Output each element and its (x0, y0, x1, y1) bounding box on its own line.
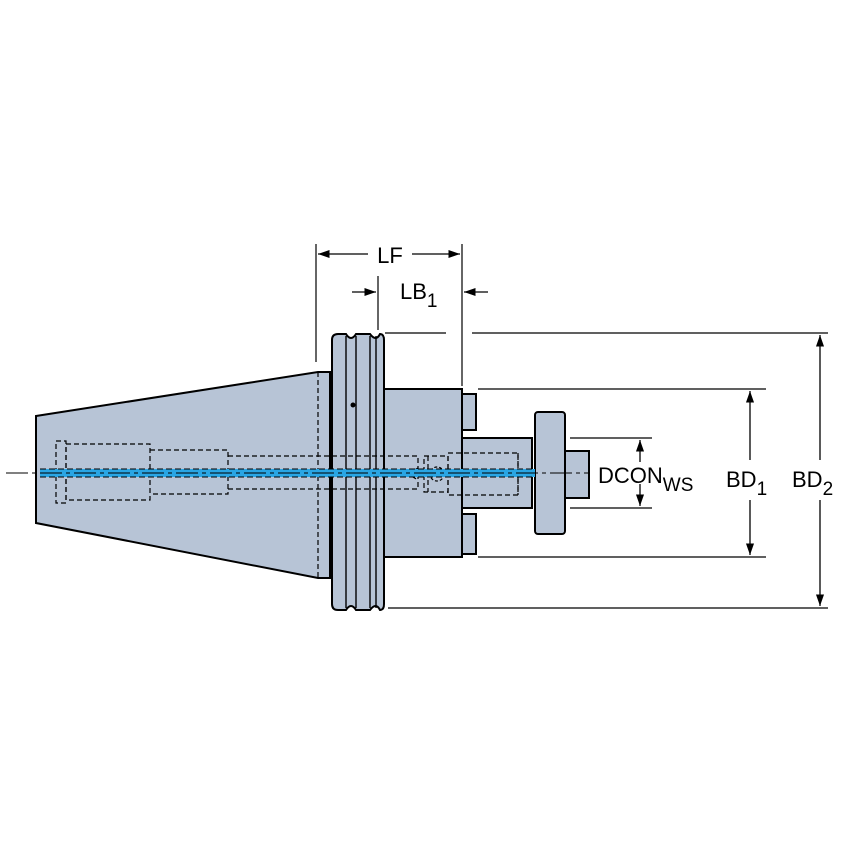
lb1-label: LB1 (400, 279, 438, 312)
drive-key-bottom (461, 513, 477, 555)
bd1-label: BD1 (726, 467, 767, 500)
arbor-screw (564, 450, 590, 499)
drive-key-top (461, 393, 477, 431)
lf-label: LF (377, 243, 403, 268)
extension-lines (315, 244, 828, 609)
dcon-ws-label: DCONWS (598, 463, 693, 496)
flange-hole (350, 402, 356, 408)
bd2-label: BD2 (792, 467, 833, 500)
